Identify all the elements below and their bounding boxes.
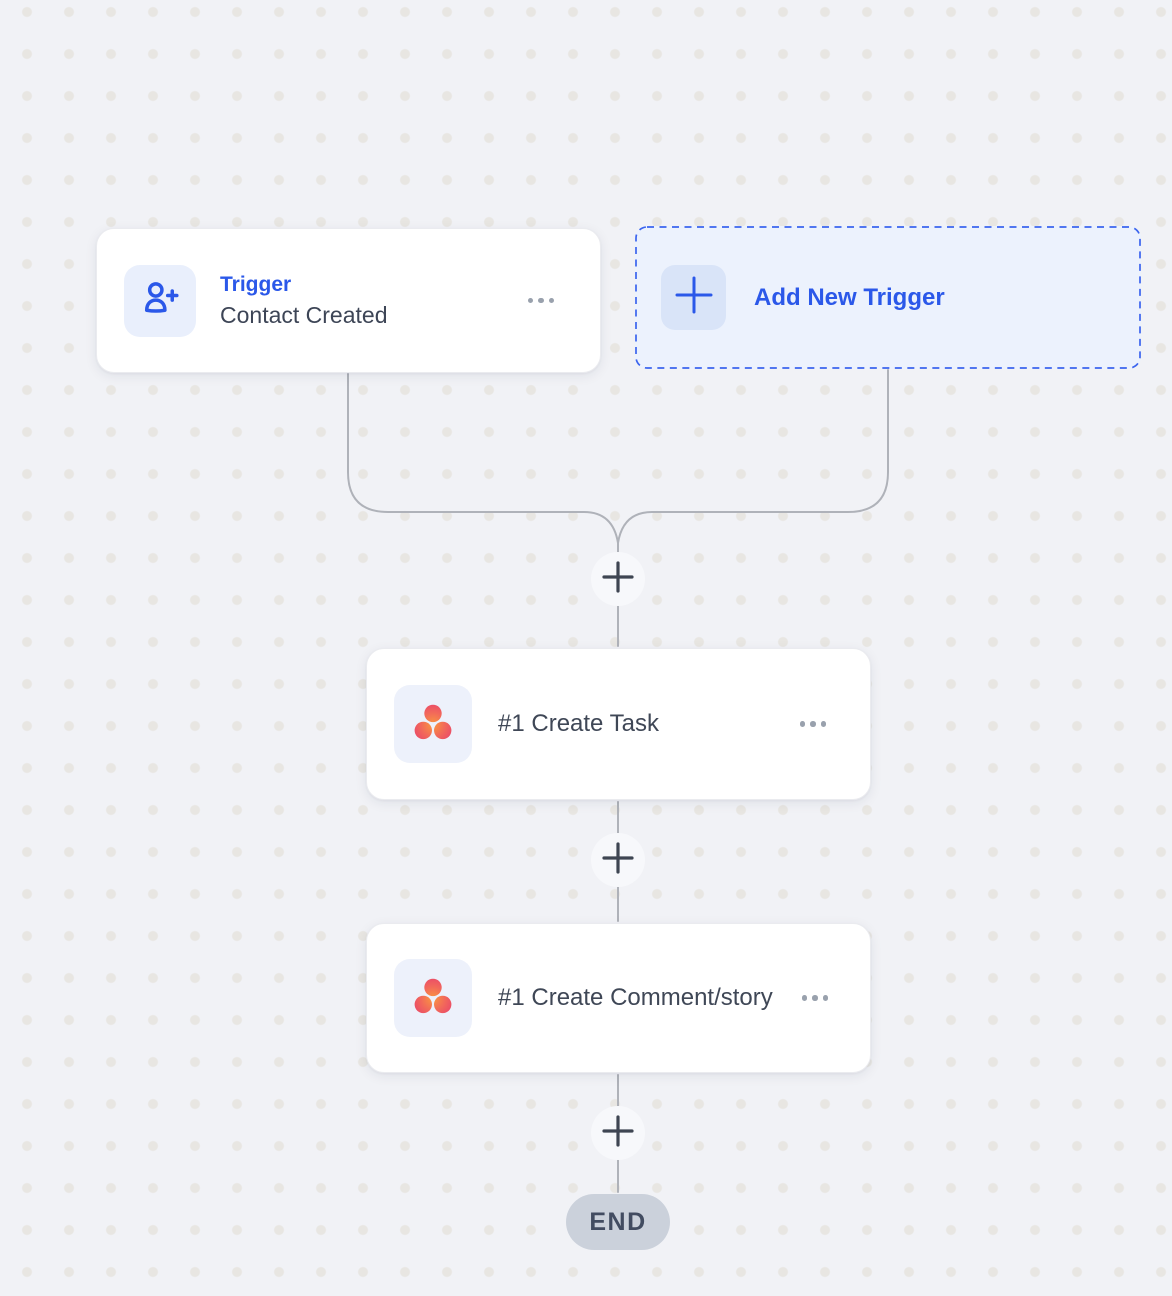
add-step-button-1[interactable] [591,552,645,606]
plus-icon [602,1114,634,1152]
trigger-node-subtitle: Contact Created [220,301,388,328]
add-step-button-3[interactable] [591,1106,645,1160]
add-trigger-plus-tile [661,265,726,330]
step-node-create-comment[interactable]: #1 Create Comment/story [366,923,871,1073]
asana-icon [410,699,456,750]
step-node-menu-button[interactable] [798,715,829,733]
ellipsis-icon [799,721,805,727]
step-node-menu-button[interactable] [800,989,831,1007]
step-node-label: #1 Create Comment/story [498,984,773,1011]
ellipsis-icon [801,995,807,1001]
trigger-node-text: Trigger Contact Created [220,273,387,328]
plus-icon [602,841,634,879]
trigger-node-menu-button[interactable] [526,292,557,310]
trigger-icon-tile [124,264,196,337]
add-new-trigger-button[interactable]: Add New Trigger [635,226,1141,369]
plus-icon [602,560,634,598]
add-step-button-2[interactable] [591,833,645,887]
trigger-node[interactable]: Trigger Contact Created [96,228,601,373]
asana-icon-tile [394,959,472,1037]
person-add-icon [139,277,181,324]
step-node-label: #1 Create Task [498,710,659,737]
trigger-node-title: Trigger [220,272,292,296]
asana-icon [410,973,456,1024]
ellipsis-icon [527,297,533,304]
plus-icon [674,275,714,320]
dashed-border [635,226,1141,369]
end-node: END [566,1194,670,1250]
asana-icon-tile [394,685,472,763]
add-new-trigger-label: Add New Trigger [754,283,945,311]
step-node-create-task[interactable]: #1 Create Task [366,648,871,800]
